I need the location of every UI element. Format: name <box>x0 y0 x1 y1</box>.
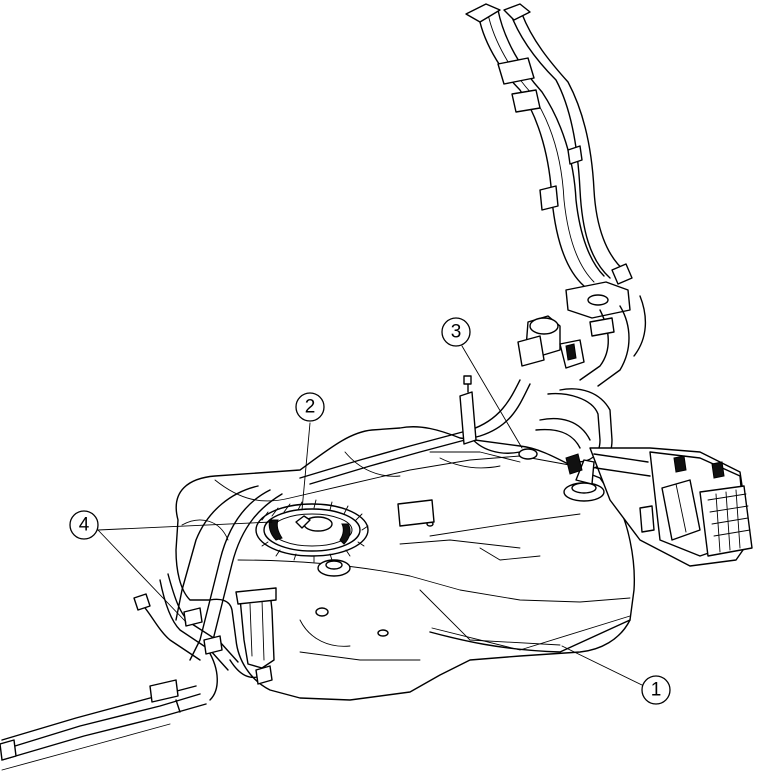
callout-3-label: 3 <box>451 322 462 343</box>
callout-3: 3 <box>441 317 471 347</box>
filler-neck-pipe <box>465 3 647 387</box>
callout-2: 2 <box>295 392 325 422</box>
fuel-lines <box>0 485 283 771</box>
callout-leaders <box>97 345 645 687</box>
callout-4: 4 <box>69 510 99 540</box>
callout-1-label: 1 <box>651 680 662 701</box>
callout-2-label: 2 <box>305 397 316 418</box>
vent-hoses <box>299 375 637 511</box>
fuel-pump-unit <box>255 499 369 563</box>
charcoal-canister <box>589 447 753 567</box>
fuel-tank <box>175 426 636 701</box>
callout-4-label: 4 <box>79 515 90 536</box>
callout-1: 1 <box>641 675 671 705</box>
